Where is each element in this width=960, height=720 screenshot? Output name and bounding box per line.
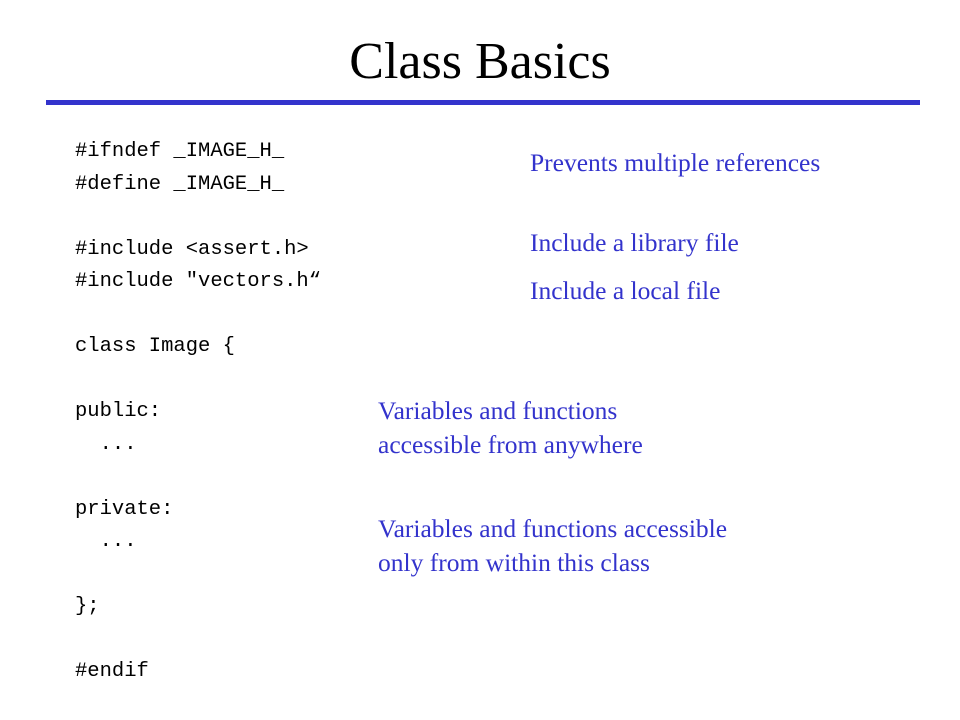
note-include-library-file: Include a library file: [530, 228, 739, 257]
code-line: #include "vectors.h“: [75, 270, 322, 293]
note-public-line-2: accessible from anywhere: [378, 430, 643, 459]
note-public-line-1: Variables and functions: [378, 396, 618, 425]
title-rule: [46, 100, 920, 105]
code-line: #endif: [75, 660, 149, 683]
note-include-local-file: Include a local file: [530, 276, 721, 305]
note-public-access: Variables and functions accessible from …: [378, 394, 643, 462]
note-private-access: Variables and functions accessible only …: [378, 512, 727, 580]
code-block: #ifndef _IMAGE_H_ #define _IMAGE_H_ #inc…: [75, 136, 405, 689]
code-line: #define _IMAGE_H_: [75, 172, 285, 196]
code-line: [75, 461, 405, 494]
code-line: };: [75, 595, 100, 618]
code-line: public:: [75, 400, 162, 423]
note-prevents-multiple-references: Prevents multiple references: [530, 148, 821, 177]
code-line: ...: [75, 432, 137, 456]
code-line: [75, 201, 405, 234]
code-line: [75, 624, 405, 657]
slide-title: Class Basics: [349, 33, 611, 90]
code-line: class Image {: [75, 335, 235, 358]
code-line: #ifndef _IMAGE_H_: [75, 140, 285, 163]
note-private-line-1: Variables and functions accessible: [378, 514, 728, 543]
code-line: #include <assert.h>: [75, 237, 309, 261]
code-line: ...: [75, 530, 137, 553]
code-line: [75, 364, 405, 397]
note-private-line-2: only from within this class: [378, 548, 650, 577]
code-line: private:: [75, 497, 174, 521]
code-line: [75, 559, 405, 592]
code-line: [75, 299, 405, 332]
